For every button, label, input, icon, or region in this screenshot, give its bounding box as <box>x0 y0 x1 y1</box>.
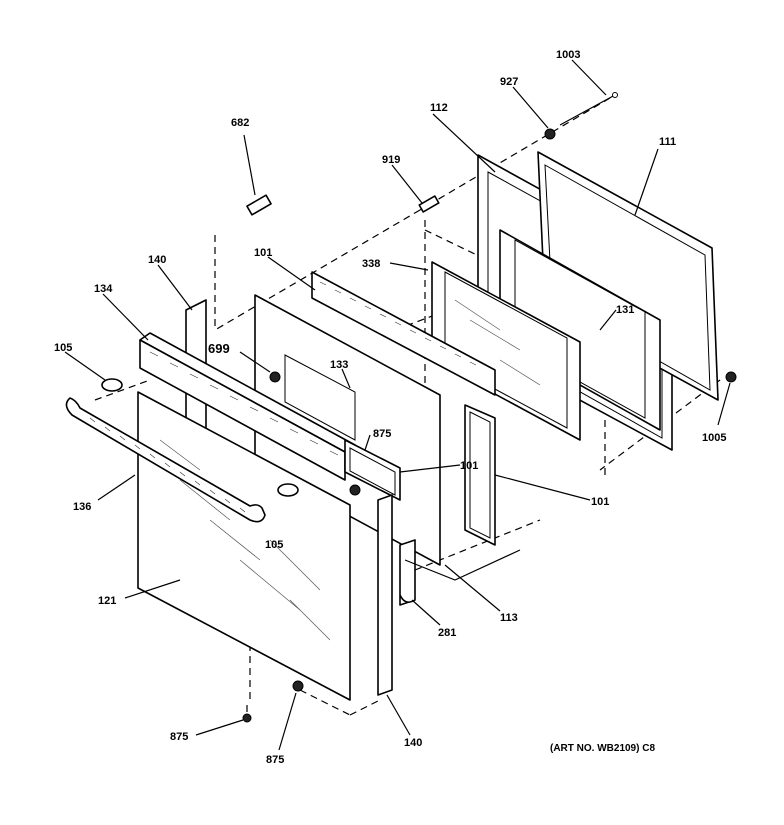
label-101-right: 101 <box>591 496 609 508</box>
door-hinge-101-right <box>464 404 496 546</box>
screw-875-lower-left <box>242 705 252 723</box>
door-gasket-113 <box>404 549 521 581</box>
door-hinge-281 <box>399 539 416 606</box>
label-101-hinge: 101 <box>460 460 478 472</box>
label-927: 927 <box>500 76 518 88</box>
label-136: 136 <box>73 501 91 513</box>
screw-1003 <box>559 92 618 126</box>
label-699: 699 <box>208 341 230 356</box>
label-140-top: 140 <box>148 254 166 266</box>
washer-927 <box>544 128 556 140</box>
label-134: 134 <box>94 283 113 295</box>
outer-door-glass-121 <box>137 391 351 701</box>
label-281: 281 <box>438 627 456 639</box>
label-105-center: 105 <box>265 539 283 551</box>
label-338: 338 <box>362 258 380 270</box>
latch-bracket-133 <box>344 439 401 501</box>
art-number-note: (ART NO. WB2109) C8 <box>550 743 655 754</box>
screw-682 <box>246 194 272 216</box>
vent-trim-134 <box>139 332 356 481</box>
door-handle-136 <box>65 397 266 523</box>
handle-spacer-105-center <box>277 483 299 497</box>
label-112: 112 <box>430 102 448 114</box>
nut-875-lower <box>292 680 304 692</box>
leader-lines <box>64 59 731 751</box>
label-131: 131 <box>616 304 634 316</box>
part-labels: 1003 927 112 111 682 919 101 338 140 134… <box>54 49 726 766</box>
label-111: 111 <box>659 136 676 148</box>
label-919: 919 <box>382 154 400 166</box>
label-1005: 1005 <box>702 432 726 444</box>
glass-pack-338 <box>431 261 581 441</box>
label-875-lower-left: 875 <box>170 731 188 743</box>
handle-spacer-105-left <box>101 378 123 392</box>
label-113: 113 <box>500 612 518 624</box>
label-875-bracket: 875 <box>373 428 391 440</box>
screw-919 <box>418 195 440 213</box>
label-875-lower: 875 <box>266 754 284 766</box>
label-133: 133 <box>330 359 348 371</box>
label-121: 121 <box>98 595 116 607</box>
door-side-rail-140-lower <box>377 494 393 696</box>
label-101-top: 101 <box>254 247 272 259</box>
screw-1005 <box>725 371 737 383</box>
label-140-bottom: 140 <box>404 737 422 749</box>
label-1003: 1003 <box>556 49 580 61</box>
nut-875-bracket <box>349 484 361 496</box>
nut-699 <box>269 371 281 383</box>
label-105-left: 105 <box>54 342 72 354</box>
label-682: 682 <box>231 117 249 129</box>
